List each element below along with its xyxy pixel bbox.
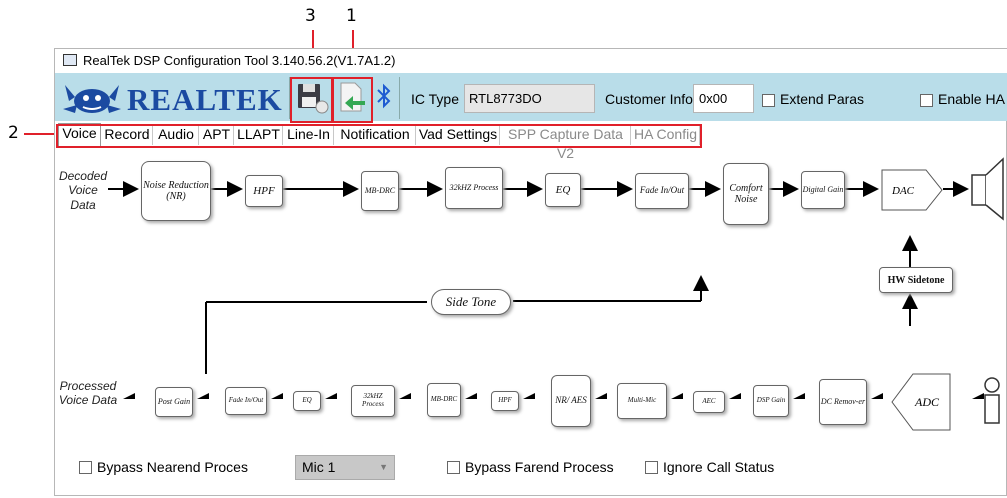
ignore-call-status-label: Ignore Call Status <box>663 459 775 475</box>
tab-vad-settings[interactable]: Vad Settings <box>417 125 500 145</box>
callout-2: 2 <box>8 123 19 143</box>
title-bar: RealTek DSP Configuration Tool 3.140.56.… <box>55 49 1007 73</box>
tab-notification[interactable]: Notification <box>335 125 416 145</box>
eq-rx-block[interactable]: EQ <box>293 391 321 411</box>
import-file-icon <box>340 82 365 112</box>
app-icon <box>63 54 77 66</box>
dac-label: DAC <box>891 185 915 197</box>
realtek-crab-logo <box>61 79 123 122</box>
hpf-rx-block[interactable]: HPF <box>491 391 519 411</box>
tab-line-in[interactable]: Line-In <box>284 125 334 145</box>
mb-drc-block[interactable]: MB-DRC <box>361 171 399 211</box>
tab-ha-config[interactable]: HA Config <box>632 125 700 145</box>
extend-paras-label: Extend Paras <box>780 91 865 107</box>
multi-mic-block[interactable]: Multi-Mic <box>617 383 667 419</box>
mic-select[interactable]: Mic 1 ▼ <box>295 455 395 480</box>
window-title: RealTek DSP Configuration Tool 3.140.56.… <box>83 53 396 68</box>
highlight-box-save <box>290 77 333 123</box>
ic-type-label: IC Type <box>411 91 459 107</box>
enable-ha-label: Enable HA <box>938 91 1005 107</box>
callout-3: 3 <box>305 6 316 26</box>
toolbar-separator <box>289 77 290 119</box>
hw-sidetone-block[interactable]: HW Sidetone <box>879 267 953 293</box>
tab-record[interactable]: Record <box>102 125 153 145</box>
toolbar-separator <box>399 77 400 119</box>
fade-in-out-block[interactable]: Fade In/Out <box>635 173 689 209</box>
tab-audio[interactable]: Audio <box>154 125 199 145</box>
bypass-nearend-label: Bypass Nearend Proces <box>97 459 248 475</box>
bypass-farend-label: Bypass Farend Process <box>465 459 614 475</box>
eq-block[interactable]: EQ <box>545 173 581 207</box>
toolbar: REALTEK IC Type RTL8773DO Customer Info <box>55 73 1007 121</box>
tab-spp-capture-data-v2[interactable]: SPP Capture Data V2 <box>501 125 631 161</box>
customer-info-input[interactable]: 0x00 <box>693 84 754 113</box>
microphone-icon <box>984 377 1000 424</box>
dc-remover-block[interactable]: DC Remov-er <box>819 379 867 425</box>
nr-aes-block[interactable]: NR/ AES <box>551 375 591 427</box>
adc-label: ADC <box>914 395 940 409</box>
dsp-gain-block[interactable]: DSP Gain <box>753 385 789 417</box>
post-gain-block[interactable]: Post Gain <box>155 387 193 417</box>
voice-flow-diagram: Decoded Voice Data Processed Voice Data … <box>55 149 1007 431</box>
highlight-box-tabs <box>56 124 702 148</box>
decoded-voice-data-label: Decoded Voice Data <box>58 169 108 212</box>
fade-in-out-rx-block[interactable]: Fade In/Out <box>225 387 267 415</box>
comfort-noise-block[interactable]: Comfort Noise <box>723 163 769 225</box>
callout-2-line <box>24 133 58 135</box>
realtek-logo-text: REALTEK <box>127 82 283 117</box>
mb-drc-rx-block[interactable]: MB-DRC <box>427 383 461 417</box>
adc-block[interactable]: ADC <box>891 373 951 431</box>
ignore-call-status-checkbox[interactable] <box>645 461 658 474</box>
customer-info-label: Customer Info <box>605 91 693 107</box>
tab-llapt[interactable]: LLAPT <box>235 125 283 145</box>
extend-paras-checkbox[interactable] <box>762 94 775 107</box>
mic-select-value: Mic 1 <box>302 459 336 475</box>
noise-reduction-block[interactable]: Noise Reduction (NR) <box>141 161 211 221</box>
app-window: RealTek DSP Configuration Tool 3.140.56.… <box>54 48 1007 496</box>
floppy-disk-icon <box>298 84 329 114</box>
highlight-box-load <box>332 77 373 123</box>
ic-type-field[interactable]: RTL8773DO <box>464 84 595 113</box>
side-tone-block[interactable]: Side Tone <box>431 289 511 315</box>
tab-voice[interactable]: Voice <box>58 123 101 146</box>
callout-1: 1 <box>346 6 357 26</box>
32khz-process-block[interactable]: 32kHZ Process <box>445 167 503 209</box>
tab-apt[interactable]: APT <box>200 125 234 145</box>
flow-arrows <box>108 181 984 399</box>
aec-block[interactable]: AEC <box>693 391 725 413</box>
dac-block[interactable]: DAC <box>881 169 943 211</box>
bluetooth-button[interactable] <box>373 79 395 115</box>
load-config-button[interactable] <box>335 79 369 115</box>
bluetooth-icon <box>377 83 391 109</box>
enable-ha-checkbox[interactable] <box>920 94 933 107</box>
hpf-block[interactable]: HPF <box>245 175 283 207</box>
bypass-farend-checkbox[interactable] <box>447 461 460 474</box>
bypass-nearend-checkbox[interactable] <box>79 461 92 474</box>
speaker-icon <box>971 157 1004 221</box>
32khz-process-rx-block[interactable]: 32kHZ Process <box>351 385 395 417</box>
chevron-down-icon: ▼ <box>379 462 388 472</box>
save-config-button[interactable] <box>295 79 329 115</box>
processed-voice-data-label: Processed Voice Data <box>58 379 118 408</box>
digital-gain-block[interactable]: Digital Gain <box>801 171 845 209</box>
